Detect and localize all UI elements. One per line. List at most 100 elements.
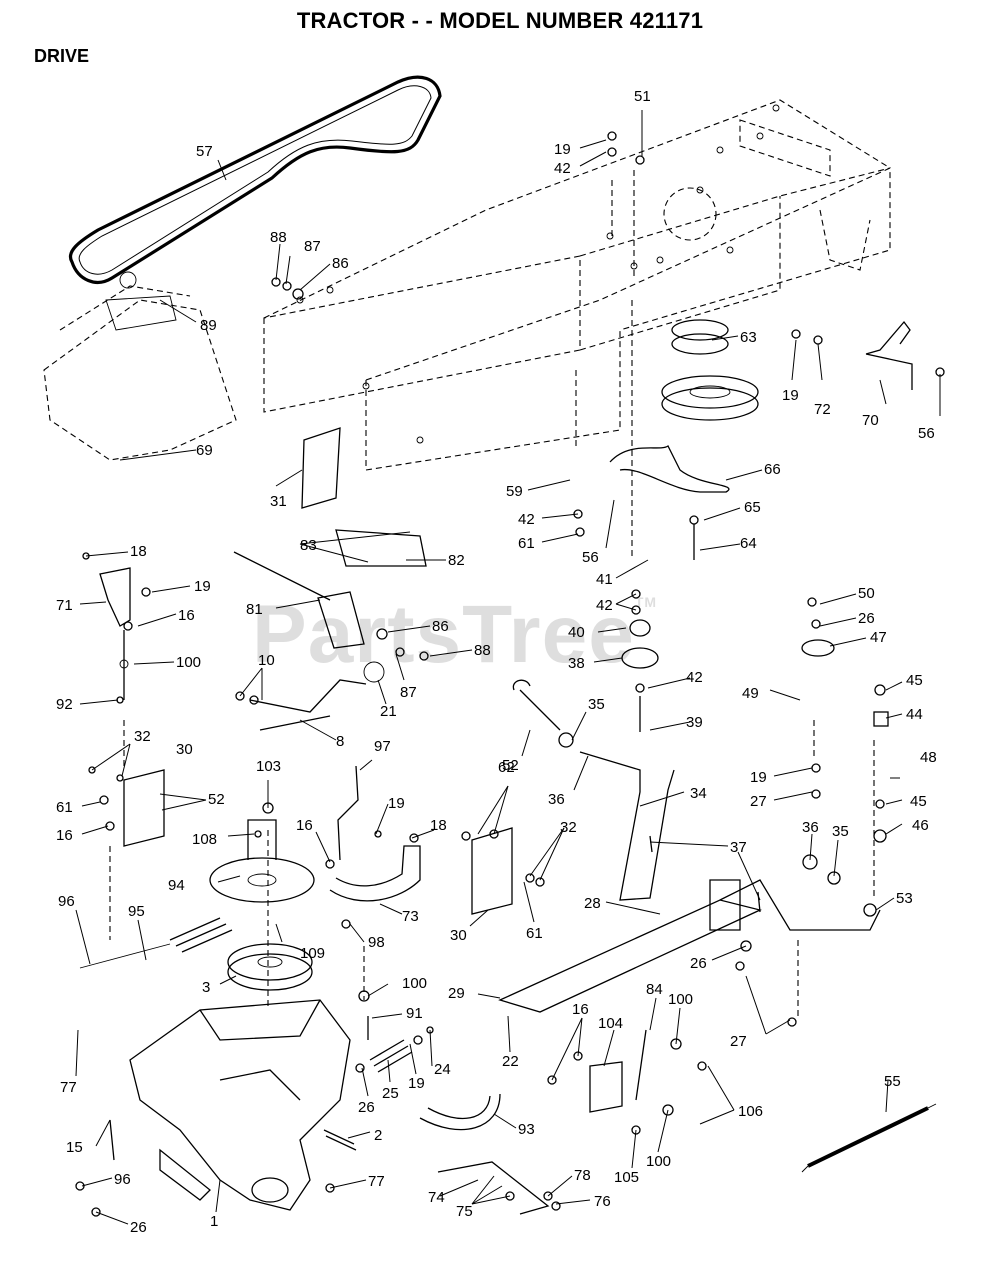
callout-109: 109 bbox=[300, 945, 325, 962]
callout-56-a: 56 bbox=[918, 425, 935, 442]
callout-89: 89 bbox=[200, 317, 217, 334]
callout-72: 72 bbox=[814, 401, 831, 418]
callout-104: 104 bbox=[598, 1015, 623, 1032]
callout-78: 78 bbox=[574, 1167, 591, 1184]
callout-82: 82 bbox=[448, 552, 465, 569]
callout-8: 8 bbox=[336, 733, 344, 750]
callout-76: 76 bbox=[594, 1193, 611, 1210]
callout-73: 73 bbox=[402, 908, 419, 925]
callout-labels: 57 88 87 86 89 69 31 51 19 42 63 19 72 7… bbox=[56, 88, 937, 1236]
callout-18-a: 18 bbox=[130, 543, 147, 560]
clutch-idler-pulley-icon bbox=[661, 319, 759, 421]
callout-30-b: 30 bbox=[450, 927, 467, 944]
callout-98: 98 bbox=[368, 934, 385, 951]
callout-16-d: 16 bbox=[572, 1001, 589, 1018]
callout-63: 63 bbox=[740, 329, 757, 346]
fan-pulley-icon bbox=[209, 819, 315, 991]
watermark-text: PartsTree bbox=[252, 589, 635, 680]
callout-61-c: 61 bbox=[526, 925, 543, 942]
callout-100-a: 100 bbox=[176, 654, 201, 671]
callout-52-b: 52 bbox=[502, 757, 519, 774]
link-rod-icon bbox=[437, 1161, 550, 1215]
page-title: TRACTOR - - MODEL NUMBER 421171 bbox=[296, 8, 704, 33]
front-housing-icon bbox=[43, 271, 237, 461]
extension-spring-icon bbox=[807, 1106, 929, 1168]
callout-93: 93 bbox=[518, 1121, 535, 1138]
callout-40: 40 bbox=[568, 624, 585, 641]
callout-81: 81 bbox=[246, 601, 263, 618]
callout-3: 3 bbox=[202, 979, 210, 996]
callout-71: 71 bbox=[56, 597, 73, 614]
transaxle-icon bbox=[129, 999, 351, 1211]
linkage-icon bbox=[99, 567, 131, 700]
callout-21: 21 bbox=[380, 703, 397, 720]
callout-34: 34 bbox=[690, 785, 707, 802]
callout-77-a: 77 bbox=[60, 1079, 77, 1096]
brake-arm-icon bbox=[329, 845, 421, 902]
callout-96-a: 96 bbox=[58, 893, 75, 910]
callout-36-a: 36 bbox=[548, 791, 565, 808]
callout-100-c: 100 bbox=[668, 991, 693, 1008]
callout-59: 59 bbox=[506, 483, 523, 500]
callout-64: 64 bbox=[740, 535, 757, 552]
callout-48: 48 bbox=[920, 749, 937, 766]
callout-27-a: 27 bbox=[750, 793, 767, 810]
callout-46: 46 bbox=[912, 817, 929, 834]
callout-26-c: 26 bbox=[358, 1099, 375, 1116]
bracket-plate-icon bbox=[471, 827, 513, 915]
compression-spring-icon bbox=[369, 1039, 413, 1073]
callout-2: 2 bbox=[374, 1127, 382, 1144]
callout-87-b: 87 bbox=[400, 684, 417, 701]
callout-42-d: 42 bbox=[686, 669, 703, 686]
callout-86: 86 bbox=[332, 255, 349, 272]
watermark-trademark: TM bbox=[634, 594, 658, 610]
callout-1: 1 bbox=[210, 1213, 218, 1230]
callout-44: 44 bbox=[906, 706, 923, 723]
callout-16-b: 16 bbox=[56, 827, 73, 844]
callout-19-c: 19 bbox=[750, 769, 767, 786]
callout-41: 41 bbox=[596, 571, 613, 588]
callout-30-a: 30 bbox=[176, 741, 193, 758]
callout-88-b: 88 bbox=[474, 642, 491, 659]
callout-19-a: 19 bbox=[554, 141, 571, 158]
bracket-plate-icon bbox=[123, 769, 165, 847]
bracket-icon bbox=[301, 427, 341, 509]
callout-24: 24 bbox=[434, 1061, 451, 1078]
wire-spring-icon bbox=[609, 445, 730, 493]
drive-belt-icon bbox=[68, 75, 442, 284]
shift-lever-icon bbox=[512, 679, 675, 901]
callout-26-d: 26 bbox=[130, 1219, 147, 1236]
callout-92: 92 bbox=[56, 696, 73, 713]
callout-49: 49 bbox=[742, 685, 759, 702]
callout-31: 31 bbox=[270, 493, 287, 510]
callout-70: 70 bbox=[862, 412, 879, 429]
callout-52-a: 52 bbox=[208, 791, 225, 808]
bracket-icon bbox=[589, 1061, 623, 1113]
centerlines bbox=[109, 170, 875, 1020]
callout-66: 66 bbox=[764, 461, 781, 478]
callout-100-b: 100 bbox=[402, 975, 427, 992]
callout-22: 22 bbox=[502, 1053, 519, 1070]
callout-16-c: 16 bbox=[296, 817, 313, 834]
callout-94: 94 bbox=[168, 877, 185, 894]
callout-18-b: 18 bbox=[430, 817, 447, 834]
callout-26-a: 26 bbox=[858, 610, 875, 627]
callout-108: 108 bbox=[192, 831, 217, 848]
callout-51: 51 bbox=[634, 88, 651, 105]
callout-32-a: 32 bbox=[134, 728, 151, 745]
leader-lines bbox=[75, 110, 941, 1225]
spring-clip-icon bbox=[865, 320, 913, 390]
callout-10: 10 bbox=[258, 652, 275, 669]
belt-guide-icon bbox=[419, 1093, 501, 1131]
callout-62: 62 bbox=[498, 759, 515, 776]
callout-19-b: 19 bbox=[782, 387, 799, 404]
callout-84: 84 bbox=[646, 981, 663, 998]
callout-19-d: 19 bbox=[194, 578, 211, 595]
extension-spring-icon bbox=[169, 917, 233, 953]
callout-42-a: 42 bbox=[554, 160, 571, 177]
callout-77-b: 77 bbox=[368, 1173, 385, 1190]
callout-83: 83 bbox=[300, 537, 317, 554]
callout-45-b: 45 bbox=[910, 793, 927, 810]
callout-39: 39 bbox=[686, 714, 703, 731]
